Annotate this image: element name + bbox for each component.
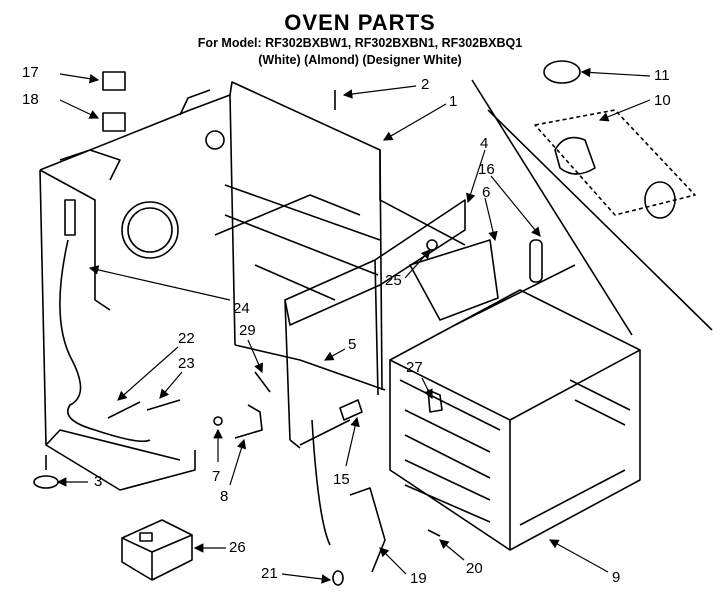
callout-1: 1: [449, 93, 458, 110]
screw-part-20: [427, 529, 441, 537]
clip-part-18: [102, 112, 126, 132]
rack-support-part: [409, 239, 499, 321]
callout-22: 22: [178, 330, 195, 347]
leader-lines: [56, 67, 651, 584]
fan-cover-part: [121, 201, 179, 259]
callout-26: 26: [229, 539, 246, 556]
door-cable: [311, 419, 331, 546]
color-variants: (White) (Almond) (Designer White): [258, 53, 462, 67]
callout-18: 18: [22, 91, 39, 108]
door-pin-part-29: [254, 371, 271, 393]
callout-29: 29: [239, 322, 256, 339]
callout-7: 7: [212, 468, 221, 485]
callout-15: 15: [333, 471, 350, 488]
callout-25: 25: [385, 272, 402, 289]
callout-9: 9: [612, 569, 621, 586]
callout-27: 27: [406, 359, 423, 376]
leveling-leg-part: [33, 455, 59, 489]
spring-part-22: [107, 401, 141, 419]
igniter-tube-part: [529, 239, 543, 283]
model-numbers: For Model: RF302BXBW1, RF302BXBN1, RF302…: [197, 36, 523, 50]
callout-3: 3: [94, 473, 103, 490]
oven-cabinet-part: [39, 81, 466, 491]
hinge-part-19: [349, 487, 386, 573]
wiring-harness: [59, 239, 151, 443]
light-bulb-part: [543, 60, 581, 84]
oven-liner-part: [389, 264, 641, 551]
callout-20: 20: [466, 560, 483, 577]
clip-part-17: [102, 71, 126, 91]
diagram-title: OVEN PARTS: [284, 10, 436, 35]
callout-11: 11: [654, 67, 670, 84]
callout-2: 2: [421, 76, 430, 93]
callout-4: 4: [480, 135, 489, 152]
front-frame-part: [284, 199, 466, 449]
callout-8: 8: [220, 488, 229, 505]
light-socket-assembly-part: [534, 109, 696, 219]
callout-23: 23: [178, 355, 195, 372]
bracket-part-8: [234, 404, 263, 439]
vertical-bracket-part: [64, 199, 76, 236]
igniter-block-part: [121, 519, 193, 581]
callout-6: 6: [482, 184, 491, 201]
callout-10: 10: [654, 92, 671, 109]
callout-19: 19: [410, 570, 427, 587]
callout-21: 21: [261, 565, 278, 582]
callout-16: 16: [478, 161, 495, 178]
callout-5: 5: [348, 336, 357, 353]
screw-part-7: [213, 416, 223, 426]
callout-24: 24: [233, 300, 250, 317]
callout-17: 17: [22, 64, 39, 81]
bracket-part-15: [339, 399, 363, 421]
sensor-bracket-part-27: [427, 389, 443, 413]
hinge-pin-part-23: [146, 399, 181, 411]
nut-part-21: [332, 570, 344, 586]
